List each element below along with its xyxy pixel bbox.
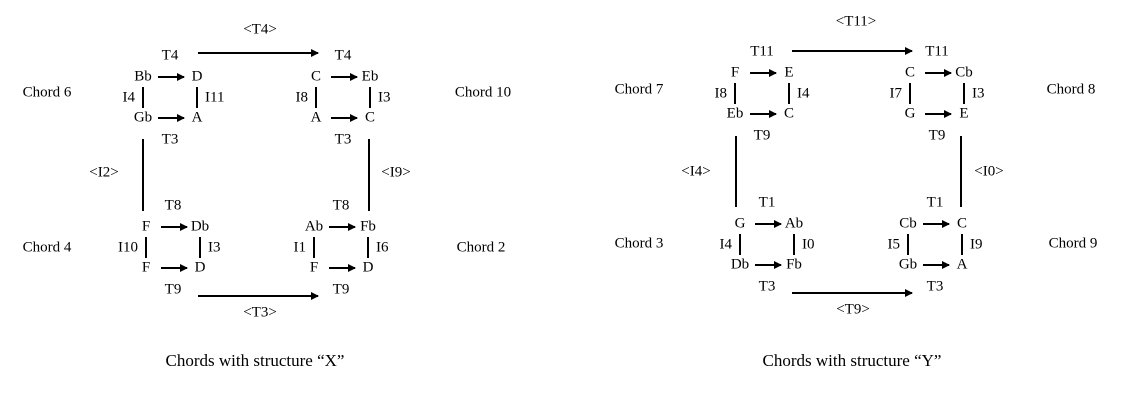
- inversion-label-left: I5: [888, 236, 901, 252]
- note-bottom-right: A: [957, 256, 968, 272]
- transposition-label-bottom: T3: [335, 131, 352, 147]
- connector-label-top: <T11>: [836, 13, 877, 29]
- inversion-label-left: I7: [890, 85, 903, 101]
- connector-label-left: <I2>: [89, 164, 118, 180]
- chord-3-label: Chord 3: [615, 235, 664, 251]
- note-bottom-right: D: [363, 259, 374, 275]
- note-bottom-left: A: [311, 109, 322, 125]
- note-top-left: F: [142, 218, 150, 234]
- transposition-label-top: T4: [162, 47, 179, 63]
- inversion-label-right: I0: [802, 236, 815, 252]
- transposition-label-top: T8: [333, 197, 350, 213]
- note-top-left: Bb: [134, 68, 152, 84]
- note-bottom-left: Gb: [899, 256, 917, 272]
- note-top-right: D: [192, 68, 203, 84]
- connector-label-right: <I0>: [974, 163, 1003, 179]
- transposition-label-top: T8: [165, 197, 182, 213]
- transposition-label-bottom: T9: [333, 281, 350, 297]
- transposition-label-top: T1: [927, 194, 944, 210]
- transposition-label-bottom: T3: [927, 278, 944, 294]
- note-bottom-left: F: [310, 259, 318, 275]
- note-top-left: C: [311, 68, 321, 84]
- transposition-label-bottom: T9: [929, 127, 946, 143]
- note-top-left: F: [731, 64, 739, 80]
- chord-2-label: Chord 2: [457, 239, 506, 255]
- note-bottom-right: C: [784, 105, 794, 121]
- note-bottom-left: Db: [731, 256, 749, 272]
- transposition-label-top: T1: [759, 194, 776, 210]
- inversion-label-left: I1: [294, 239, 307, 255]
- connector-label-right: <I9>: [381, 164, 410, 180]
- note-bottom-right: Fb: [786, 256, 802, 272]
- panel-caption: Chords with structure “X”: [166, 351, 345, 370]
- note-bottom-right: A: [192, 109, 203, 125]
- inversion-label-left: I10: [118, 239, 138, 255]
- connector-label-top: <T4>: [243, 21, 277, 37]
- note-bottom-left: Gb: [134, 109, 152, 125]
- note-top-right: Ab: [785, 215, 803, 231]
- chord-9-label: Chord 9: [1049, 235, 1098, 251]
- transposition-label-top: T11: [925, 43, 949, 59]
- note-bottom-left: G: [905, 105, 916, 121]
- note-top-right: Cb: [955, 64, 973, 80]
- note-top-left: G: [735, 215, 746, 231]
- inversion-label-right: I3: [378, 89, 391, 105]
- chord-8-label: Chord 8: [1047, 81, 1096, 97]
- note-top-left: Cb: [899, 215, 917, 231]
- inversion-label-left: I4: [123, 89, 136, 105]
- note-bottom-right: C: [365, 109, 375, 125]
- note-top-right: E: [784, 64, 793, 80]
- connector-label-left: <I4>: [681, 163, 710, 179]
- chord-4-label: Chord 4: [23, 239, 72, 255]
- inversion-label-right: I4: [797, 85, 810, 101]
- note-bottom-right: D: [195, 259, 206, 275]
- note-top-right: Fb: [360, 218, 376, 234]
- inversion-label-right: I3: [208, 239, 221, 255]
- note-bottom-left: Eb: [727, 105, 744, 121]
- inversion-label-left: I8: [715, 85, 728, 101]
- inversion-label-right: I9: [970, 236, 983, 252]
- transposition-label-bottom: T3: [759, 278, 776, 294]
- connector-label-bottom: <T3>: [243, 304, 277, 320]
- transposition-label-bottom: T9: [754, 127, 771, 143]
- inversion-label-right: I3: [972, 85, 985, 101]
- transposition-label-bottom: T3: [162, 131, 179, 147]
- transposition-label-top: T11: [750, 43, 774, 59]
- inversion-label-left: I8: [296, 89, 309, 105]
- note-top-left: C: [905, 64, 915, 80]
- connector-label-bottom: <T9>: [836, 301, 870, 317]
- note-bottom-left: F: [142, 259, 150, 275]
- chord-6-label: Chord 6: [23, 84, 72, 100]
- inversion-label-left: I4: [720, 236, 733, 252]
- note-top-right: Eb: [362, 68, 379, 84]
- note-top-right: C: [957, 215, 967, 231]
- chord-10-label: Chord 10: [455, 84, 511, 100]
- panel-caption: Chords with structure “Y”: [763, 351, 942, 370]
- transposition-label-bottom: T9: [165, 281, 182, 297]
- inversion-label-right: I6: [376, 239, 389, 255]
- chord-7-label: Chord 7: [615, 81, 664, 97]
- note-top-left: Ab: [305, 218, 323, 234]
- note-bottom-right: E: [959, 105, 968, 121]
- note-top-right: Db: [191, 218, 209, 234]
- transposition-label-top: T4: [335, 47, 352, 63]
- inversion-label-right: I11: [205, 89, 224, 105]
